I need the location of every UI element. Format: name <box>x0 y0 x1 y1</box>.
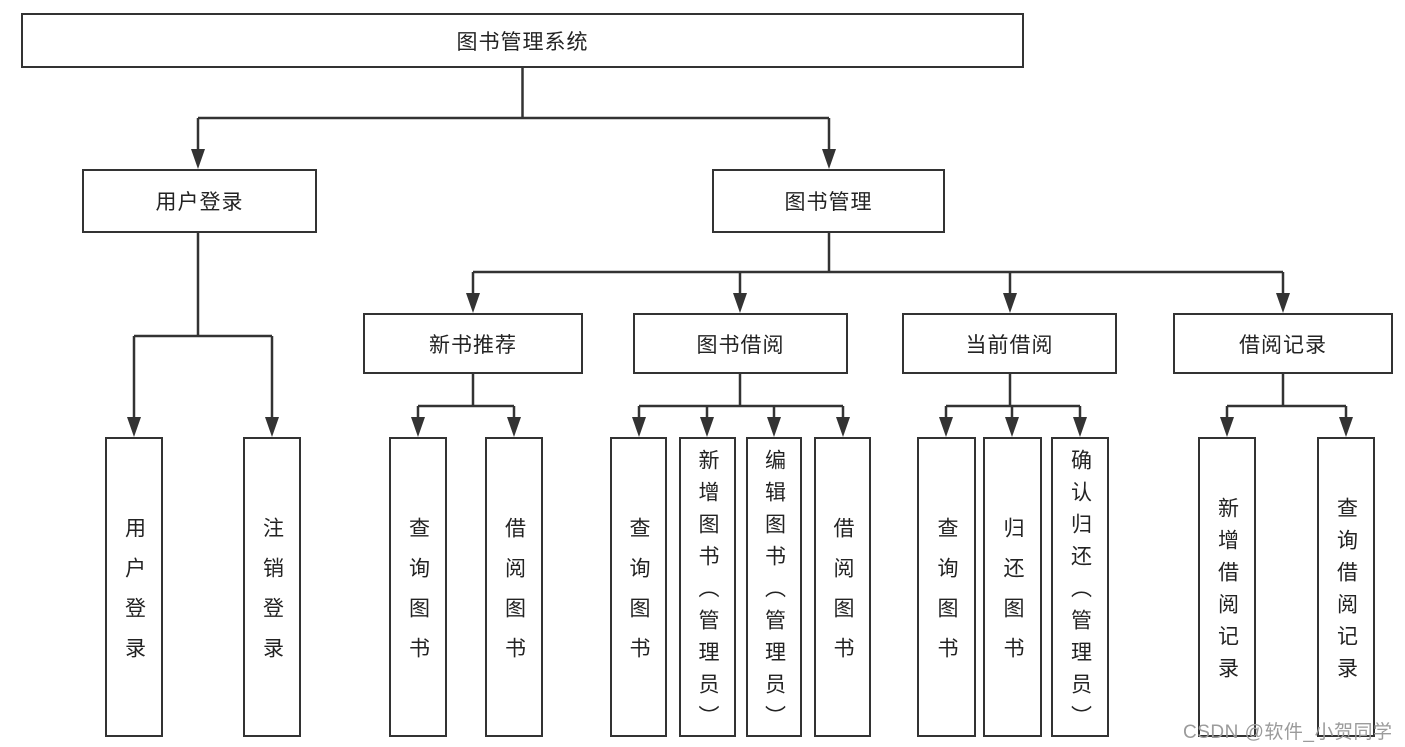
node-book-management-label: 图书管理 <box>784 191 873 214</box>
leaf-label: 新增借阅记录 <box>1215 496 1239 689</box>
node-leaf-query-borrow-record: 查询借阅记录 <box>1317 437 1375 737</box>
node-leaf-borrow-books-1: 借阅图书 <box>485 437 543 737</box>
node-user-login-label: 用户登录 <box>155 191 244 214</box>
leaf-label: 查询图书 <box>406 516 430 677</box>
node-leaf-query-books-1: 查询图书 <box>389 437 447 737</box>
node-borrowing-records: 借阅记录 <box>1173 313 1393 374</box>
node-current-borrowing-label: 当前借阅 <box>965 333 1054 357</box>
arrowheads <box>127 149 1353 437</box>
node-root-label: 图书管理系统 <box>456 30 589 54</box>
node-leaf-query-books-2: 查询图书 <box>610 437 667 737</box>
leaf-label: 注销登录 <box>260 516 284 677</box>
node-new-book-recommendation: 新书推荐 <box>363 313 583 374</box>
node-leaf-query-books-3: 查询图书 <box>917 437 976 737</box>
node-leaf-add-borrow-record: 新增借阅记录 <box>1198 437 1256 737</box>
leaf-label: 归还图书 <box>1001 516 1024 677</box>
node-new-book-recommendation-label: 新书推荐 <box>429 333 517 357</box>
node-leaf-borrow-books-2: 借阅图书 <box>814 437 871 737</box>
node-borrowing-records-label: 借阅记录 <box>1239 333 1327 357</box>
node-leaf-user-login: 用户登录 <box>105 437 163 737</box>
node-book-borrowing: 图书借阅 <box>633 313 848 374</box>
leaf-label: 确认归还（管理员） <box>1068 448 1092 737</box>
csdn-watermark: CSDN @软件_小贺同学 <box>1183 722 1393 743</box>
leaf-label: 借阅图书 <box>502 516 526 677</box>
node-leaf-logout: 注销登录 <box>243 437 301 737</box>
node-leaf-edit-books-admin: 编辑图书（管理员） <box>746 437 802 737</box>
node-leaf-add-books-admin: 新增图书（管理员） <box>679 437 736 737</box>
node-book-borrowing-label: 图书借阅 <box>696 333 785 357</box>
leaf-label: 用户登录 <box>122 516 146 677</box>
node-leaf-return-books: 归还图书 <box>983 437 1042 737</box>
leaf-label: 编辑图书（管理员） <box>762 448 786 737</box>
node-leaf-confirm-return-admin: 确认归还（管理员） <box>1051 437 1109 737</box>
node-current-borrowing: 当前借阅 <box>902 313 1117 374</box>
leaf-label: 查询图书 <box>935 516 958 677</box>
leaf-label: 借阅图书 <box>831 516 854 677</box>
node-book-management: 图书管理 <box>712 169 945 233</box>
leaf-label: 新增图书（管理员） <box>696 448 719 737</box>
leaf-label: 查询图书 <box>627 516 650 677</box>
node-user-login: 用户登录 <box>82 169 317 233</box>
leaf-label: 查询借阅记录 <box>1334 496 1358 689</box>
node-root-library-system: 图书管理系统 <box>21 13 1024 68</box>
